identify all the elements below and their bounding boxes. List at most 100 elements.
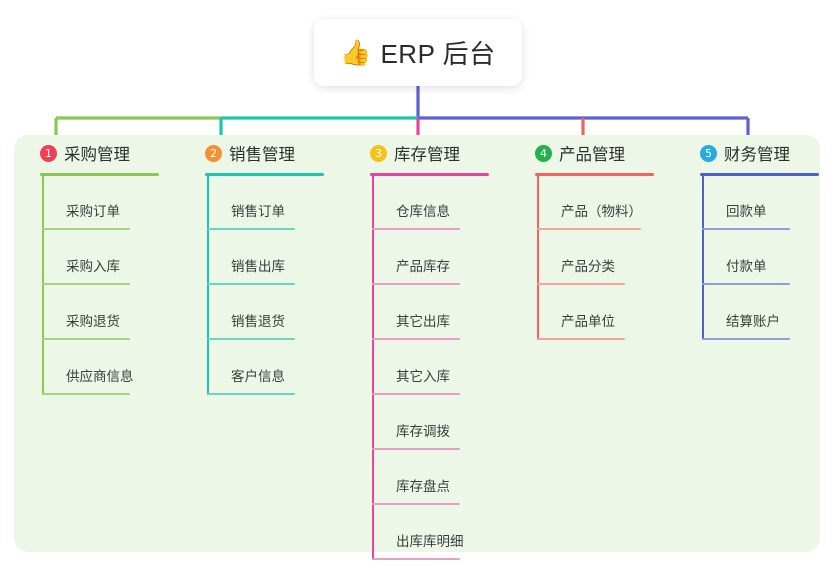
leaf-label: 采购退货 xyxy=(66,314,120,329)
leaf-underline xyxy=(42,228,130,230)
branch-header-5[interactable]: 5 财务管理 xyxy=(674,135,839,171)
branch-underline xyxy=(700,173,819,176)
leaf-underline xyxy=(537,228,641,230)
leaf-underline xyxy=(537,338,625,340)
branch-underline xyxy=(535,173,654,176)
leaf-underline xyxy=(372,558,460,560)
leaf-item[interactable]: 库存调拨 xyxy=(372,395,509,450)
leaf-label: 库存盘点 xyxy=(396,479,450,494)
branch-header-1[interactable]: 1 采购管理 xyxy=(14,135,179,171)
leaf-underline xyxy=(42,393,130,395)
leaf-underline xyxy=(372,228,460,230)
leaf-underline xyxy=(42,338,130,340)
leaf-label: 产品库存 xyxy=(396,259,450,274)
leaf-item[interactable]: 仓库信息 xyxy=(372,175,509,230)
leaf-underline xyxy=(372,393,460,395)
branch-spine xyxy=(372,175,374,560)
leaf-label: 仓库信息 xyxy=(396,204,450,219)
leaf-item[interactable]: 其它入库 xyxy=(372,340,509,395)
leaf-underline xyxy=(207,228,295,230)
leaf-item[interactable]: 库存盘点 xyxy=(372,450,509,505)
leaf-item[interactable]: 出库库明细 xyxy=(372,505,509,560)
root-title: ERP 后台 xyxy=(380,39,496,69)
leaf-label: 付款单 xyxy=(726,259,767,274)
leaf-label: 销售退货 xyxy=(231,314,285,329)
leaf-item[interactable]: 销售订单 xyxy=(207,175,344,230)
branch-leaf-list: 采购订单采购入库采购退货供应商信息 xyxy=(42,175,179,395)
leaf-underline xyxy=(702,228,790,230)
leaf-label: 回款单 xyxy=(726,204,767,219)
branch-column-3: 3 库存管理仓库信息产品库存其它出库其它入库库存调拨库存盘点出库库明细 xyxy=(344,135,509,560)
leaf-item[interactable]: 销售退货 xyxy=(207,285,344,340)
branch-leaf-list: 销售订单销售出库销售退货客户信息 xyxy=(207,175,344,395)
leaf-underline xyxy=(537,283,625,285)
branch-title: 销售管理 xyxy=(229,146,295,164)
leaf-item[interactable]: 采购退货 xyxy=(42,285,179,340)
branch-columns: 1 采购管理采购订单采购入库采购退货供应商信息 2 销售管理销售订单销售出库销售退货客… xyxy=(14,135,820,560)
leaf-label: 结算账户 xyxy=(726,314,780,329)
branch-underline xyxy=(370,173,489,176)
leaf-item[interactable]: 产品单位 xyxy=(537,285,674,340)
leaf-label: 供应商信息 xyxy=(66,369,134,384)
leaf-underline xyxy=(372,503,460,505)
branch-number-badge: 3 xyxy=(370,144,387,162)
branch-leaf-list: 回款单付款单结算账户 xyxy=(702,175,839,340)
branch-column-4: 4 产品管理产品（物料） 产品分类产品单位 xyxy=(509,135,674,340)
leaf-item[interactable]: 产品库存 xyxy=(372,230,509,285)
leaf-item[interactable]: 结算账户 xyxy=(702,285,839,340)
leaf-underline xyxy=(702,283,790,285)
leaf-label: 其它出库 xyxy=(396,314,450,329)
leaf-label: 出库库明细 xyxy=(396,534,464,549)
leaf-label: 销售订单 xyxy=(231,204,285,219)
leaf-underline xyxy=(207,283,295,285)
leaf-underline xyxy=(207,393,295,395)
branch-spine xyxy=(702,175,704,340)
branch-spine xyxy=(42,175,44,395)
leaf-item[interactable]: 付款单 xyxy=(702,230,839,285)
branch-number-badge: 1 xyxy=(40,144,57,162)
branch-number-badge: 4 xyxy=(535,144,552,162)
leaf-label: 销售出库 xyxy=(231,259,285,274)
branch-leaf-list: 产品（物料） 产品分类产品单位 xyxy=(537,175,674,340)
branch-title: 产品管理 xyxy=(559,146,625,164)
leaf-item[interactable]: 采购入库 xyxy=(42,230,179,285)
root-node[interactable]: 👍 ERP 后台 xyxy=(314,19,522,86)
thumbs-up-icon: 👍 xyxy=(340,39,372,67)
leaf-item[interactable]: 采购订单 xyxy=(42,175,179,230)
branch-spine xyxy=(537,175,539,340)
branch-header-3[interactable]: 3 库存管理 xyxy=(344,135,509,171)
branches-panel xyxy=(14,135,820,552)
leaf-item[interactable]: 产品分类 xyxy=(537,230,674,285)
branch-column-2: 2 销售管理销售订单销售出库销售退货客户信息 xyxy=(179,135,344,395)
branch-spine xyxy=(207,175,209,395)
leaf-item[interactable]: 回款单 xyxy=(702,175,839,230)
branch-number-badge: 2 xyxy=(205,144,222,162)
branch-underline xyxy=(40,173,159,176)
leaf-item[interactable]: 供应商信息 xyxy=(42,340,179,395)
leaf-label: 采购订单 xyxy=(66,204,120,219)
leaf-underline xyxy=(42,283,130,285)
leaf-item[interactable]: 产品（物料） xyxy=(537,175,674,230)
leaf-label: 采购入库 xyxy=(66,259,120,274)
leaf-underline xyxy=(372,283,460,285)
branch-header-2[interactable]: 2 销售管理 xyxy=(179,135,344,171)
leaf-item[interactable]: 客户信息 xyxy=(207,340,344,395)
leaf-label: 产品（物料） xyxy=(561,204,642,219)
branch-underline xyxy=(205,173,324,176)
leaf-underline xyxy=(207,338,295,340)
branch-title: 财务管理 xyxy=(724,146,790,164)
leaf-item[interactable]: 销售出库 xyxy=(207,230,344,285)
branch-header-4[interactable]: 4 产品管理 xyxy=(509,135,674,171)
leaf-underline xyxy=(372,448,460,450)
branch-number-badge: 5 xyxy=(700,144,717,162)
leaf-item[interactable]: 其它出库 xyxy=(372,285,509,340)
leaf-label: 库存调拨 xyxy=(396,424,450,439)
branch-leaf-list: 仓库信息产品库存其它出库其它入库库存调拨库存盘点出库库明细 xyxy=(372,175,509,560)
branch-title: 库存管理 xyxy=(394,146,460,164)
leaf-underline xyxy=(372,338,460,340)
leaf-label: 其它入库 xyxy=(396,369,450,384)
branch-title: 采购管理 xyxy=(64,146,130,164)
leaf-label: 产品单位 xyxy=(561,314,615,329)
branch-column-5: 5 财务管理回款单付款单结算账户 xyxy=(674,135,839,340)
branch-column-1: 1 采购管理采购订单采购入库采购退货供应商信息 xyxy=(14,135,179,395)
